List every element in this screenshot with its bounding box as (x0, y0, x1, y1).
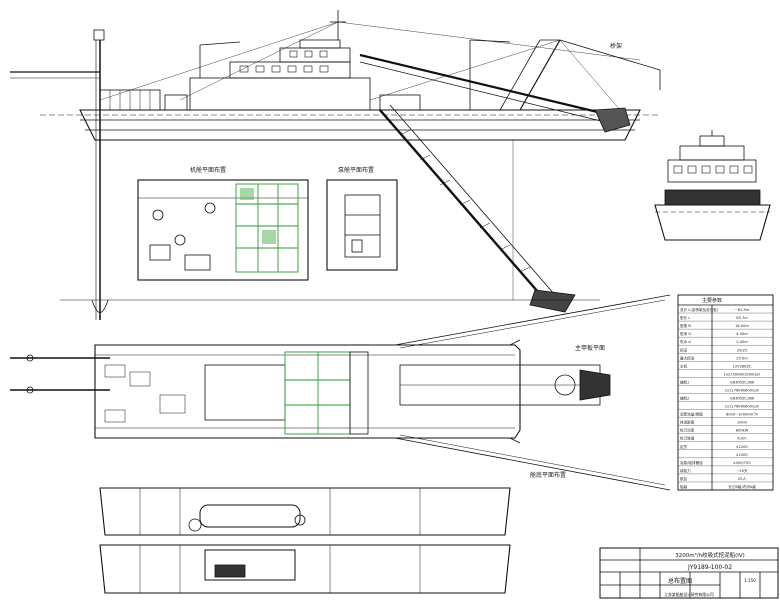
spec-value: ¢1200 (736, 445, 748, 449)
company-line: 江苏某船舶设计研究有限公司 (664, 592, 714, 597)
plan1-label: 机舱平面布置 (190, 166, 226, 174)
spec-value: ¢1000 (736, 453, 748, 457)
spec-name: 型宽 B (680, 323, 691, 328)
spec-name: 吃水 d (680, 339, 691, 344)
spec-value: ~81.5m (735, 308, 750, 312)
spec-name: 辅机1 (680, 379, 689, 384)
spec-value: 长江B级/内河A级 (728, 484, 756, 489)
spec-name: 总长 L(含桥架及定位桩) (680, 307, 719, 312)
spec-value: G6300ZC18B (730, 397, 754, 401)
main-deck-plan: 主甲板平面 (10, 294, 671, 491)
spec-name: 泥泵/吸排管径 (680, 460, 703, 465)
spec-name: 船级 (680, 484, 688, 489)
spec-name: 定员 (680, 444, 688, 449)
spec-value: 1x1176kW/600rpm (725, 405, 760, 409)
spec-name: 续航力 (680, 468, 691, 473)
end-elevation (654, 130, 771, 241)
spec-name: 最大挖深 (680, 355, 695, 360)
spec-name: 主机 (680, 363, 688, 368)
top-plan-label: 主甲板平面 (575, 344, 605, 352)
spec-name: 绞刀转速 (680, 436, 695, 441)
spec-table: 主要参数 总长 L(含桥架及定位桩) ~81.5m 型长 L 63.7m 型宽 B 16.… (677, 294, 774, 491)
sheet-title: 总布置图 (668, 577, 692, 585)
spec-value: 20人 (738, 476, 747, 481)
spec-name: 排泥距离 (680, 420, 695, 425)
spec-value: 800kW (736, 429, 749, 433)
drawing-number: JY9189-100-02 (687, 564, 732, 571)
pump-room-plan: 泵舱平面布置 (326, 166, 398, 271)
spec-value: 2.40m (736, 340, 748, 344)
spec-name: 辅机2 (680, 396, 689, 401)
plan2-label: 泵舱平面布置 (338, 166, 374, 174)
spec-value: 100m (737, 421, 748, 425)
spec-name: 泥泵流量/扬程 (680, 412, 703, 417)
spec-name: 型深 D (680, 331, 691, 336)
spec-name: 航区 (680, 476, 688, 481)
spec-value: 4.00m (736, 332, 748, 336)
drawing-title-line: 3200m³/h绞吸式挖泥船(IV) (675, 551, 745, 559)
spec-value: 16.00m (735, 324, 749, 328)
spec-name: 绞刀功率 (680, 428, 695, 433)
crane-label: 桥架 (610, 42, 622, 50)
spec-value: G6300ZC18B (730, 380, 754, 384)
spec-name: 型长 L (680, 315, 690, 320)
spec-value: 25.0m (736, 356, 748, 360)
spec-value: 12V280ZC (733, 364, 752, 368)
side-elevation: 桥架 (10, 10, 661, 320)
spec-value: ~20天 (736, 469, 748, 473)
spec-name: 挖深 (680, 347, 688, 352)
spec-value: 1x1176kW/600rpm (725, 388, 760, 392)
spec-value: 63.7m (736, 316, 748, 320)
hold-plan-label: 舱底平面布置 (530, 471, 566, 479)
spec-value: 1x2150kW/1000rpm (724, 372, 761, 376)
spec-value: 20/25 (737, 348, 747, 352)
engine-room-plan: 机舱平面布置 (137, 166, 309, 281)
hold-plan: 舱底平面布置 (99, 471, 566, 594)
spec-value: ¢400/750 (733, 461, 751, 465)
spec-value: 8000~10000m³/h (726, 413, 758, 417)
title-block: 3200m³/h绞吸式挖泥船(IV) JY9189-100-02 总布置图 1:… (599, 547, 779, 599)
tb-scale: 1:150 (744, 578, 756, 583)
spec-value: 6.0m (737, 437, 747, 441)
spec-header: 主要参数 (702, 297, 722, 304)
